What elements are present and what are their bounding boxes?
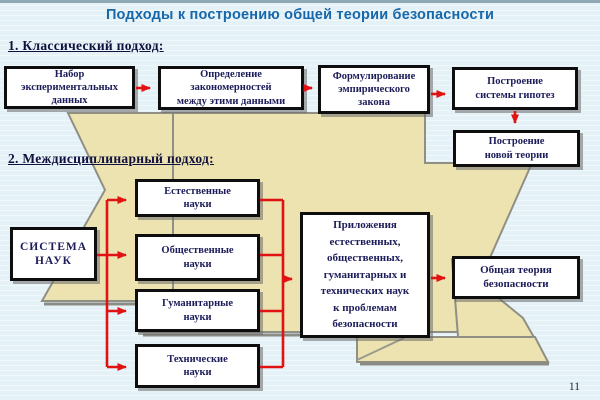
box-line: науки — [183, 367, 212, 378]
box-line: Формулирование — [332, 70, 416, 82]
box-line: данных — [51, 95, 88, 107]
box-line: системы гипотез — [475, 89, 555, 101]
box-line: Приложения — [333, 219, 397, 232]
box-line: науки — [183, 199, 212, 210]
box-line: гуманитарных и — [323, 268, 407, 281]
box-line: между этими данными — [176, 95, 286, 107]
box-natural-sciences: Естественные науки — [135, 179, 260, 217]
box-social-sciences: Общественные науки — [135, 234, 260, 281]
box-line: к проблемам — [333, 301, 397, 314]
box-line: Набор — [54, 68, 85, 80]
box-new-theory: Построение новой теории — [453, 130, 580, 167]
box-system-of-sciences: СИСТЕМА НАУК — [10, 227, 97, 281]
box-line: Определение — [200, 69, 262, 81]
box-line: технических наук — [320, 285, 410, 298]
heading-classical-approach: 1. Классический подход: — [8, 38, 164, 53]
box-line: Естественные — [164, 185, 231, 197]
box-general-security-theory: Общая теория безопасности — [452, 256, 580, 299]
box-line: экспериментальных — [20, 81, 119, 93]
box-line: естественных, — [329, 235, 401, 248]
box-line: безопасности — [483, 277, 549, 290]
box-line: Гуманитарные — [161, 298, 234, 310]
page-number: 11 — [568, 381, 580, 393]
slide-title: Подходы к построению общей теории безопа… — [105, 7, 495, 23]
box-line: Общественные — [161, 245, 234, 257]
top-edge-strip — [0, 0, 600, 3]
box-hypotheses-system: Построение системы гипотез — [452, 67, 578, 110]
fold-line — [356, 337, 405, 361]
box-line: Технические — [167, 353, 228, 365]
box-line: науки — [183, 258, 212, 270]
heading-interdisciplinary-approach: 2. Междисциплинарный подход: — [8, 151, 214, 166]
box-experimental-data: Набор экспериментальных данных — [4, 66, 135, 109]
box-technical-sciences: Технические науки — [135, 344, 260, 388]
box-patterns-definition: Определение закономерностей между этими … — [158, 66, 304, 110]
box-line: общественных, — [327, 252, 403, 265]
box-line: закономерностей — [190, 82, 272, 94]
box-empirical-law: Формулирование эмпирического закона — [318, 65, 430, 114]
box-humanities: Гуманитарные науки — [135, 289, 260, 332]
box-line: науки — [183, 311, 212, 323]
box-applications-of-sciences: Приложения естественных, общественных, г… — [300, 212, 430, 338]
box-line: Построение — [487, 76, 543, 88]
box-line: НАУК — [34, 255, 73, 267]
box-line: Общая теория — [480, 263, 552, 276]
box-line: эмпирического — [338, 83, 410, 95]
box-line: безопасности — [332, 318, 398, 331]
box-line: СИСТЕМА — [19, 240, 88, 253]
box-line: закона — [358, 97, 390, 109]
beige-bottom-band-shape — [356, 336, 550, 363]
box-line: Построение — [488, 136, 545, 148]
box-line: новой теории — [484, 149, 549, 161]
